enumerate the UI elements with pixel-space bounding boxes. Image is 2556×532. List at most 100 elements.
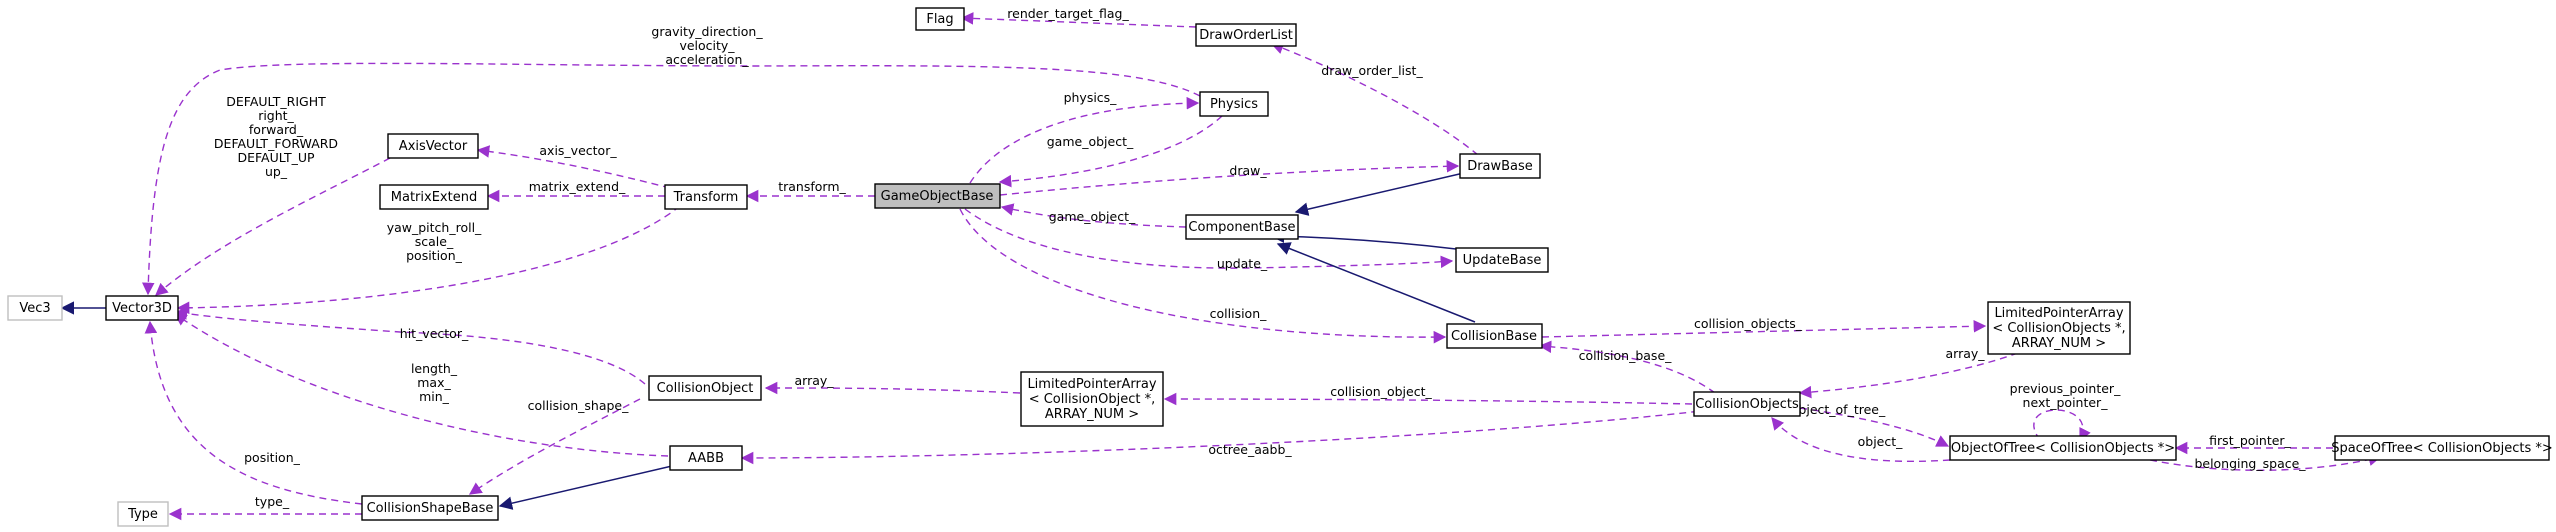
edge-length	[173, 313, 669, 457]
edge-label-gravity-3: acceleration_	[665, 52, 749, 67]
edge-label-collision-base: collision_base_	[1579, 348, 1673, 363]
edge-update	[964, 208, 1454, 269]
edge-axis-vector	[476, 145, 671, 189]
node-component-base[interactable]: ComponentBase	[1185, 214, 1299, 240]
node-axis-vector[interactable]: AxisVector	[387, 133, 479, 159]
node-physics-label: Physics	[1210, 97, 1258, 112]
edge-label-axis-vector: axis_vector_	[539, 143, 617, 158]
edge-label-collision: collision_	[1210, 306, 1267, 321]
edge-label-object-of-tree: object_of_tree_	[1791, 402, 1886, 417]
node-physics[interactable]: Physics	[1199, 91, 1269, 117]
edge-octree-aabb	[740, 409, 1711, 465]
node-draw-base[interactable]: DrawBase	[1459, 153, 1541, 179]
node-lpa-collision-object-line1: LimitedPointerArray	[1027, 377, 1156, 392]
edge-render-target-flag	[960, 12, 1197, 28]
edge-collision-objects	[1541, 319, 1987, 338]
node-lpa-collision-object-line2: < CollisionObject *,	[1029, 392, 1156, 407]
node-draw-order-list-label: DrawOrderList	[1199, 28, 1293, 43]
edge-inherit-aabb	[498, 465, 673, 510]
node-type[interactable]: Type	[117, 501, 169, 527]
node-collision-shape-base-label: CollisionShapeBase	[367, 501, 494, 516]
node-object-of-tree[interactable]: ObjectOfTree< CollisionObjects *>	[1949, 435, 2177, 461]
node-axis-vector-label: AxisVector	[399, 139, 468, 154]
edge-label-collision-object: collision_object_	[1330, 384, 1432, 399]
edge-array-object	[764, 381, 1021, 395]
node-vec3[interactable]: Vec3	[7, 295, 63, 321]
edge-label-type: type_	[255, 494, 290, 509]
node-transform[interactable]: Transform	[664, 184, 748, 210]
node-draw-base-label: DrawBase	[1467, 159, 1533, 174]
edge-label-previous-next-1: previous_pointer_	[2010, 381, 2121, 396]
edge-label-length-1: length_	[411, 361, 458, 376]
node-collision-objects-label: CollisionObjects	[1695, 397, 1799, 412]
node-lpa-collision-objects-line3: ARRAY_NUM >	[2012, 336, 2106, 351]
edge-label-yaw-3: position_	[406, 248, 463, 263]
edge-position	[144, 320, 363, 505]
edge-label-yaw-1: yaw_pitch_roll_	[387, 220, 482, 235]
edge-label-default-dirs-2: right_	[258, 108, 294, 123]
node-collision-base-label: CollisionBase	[1451, 329, 1537, 344]
node-update-base-label: UpdateBase	[1463, 253, 1542, 268]
edge-label-collision-shape: collision_shape_	[528, 398, 629, 413]
edge-label-position: position_	[244, 450, 301, 465]
edge-collision	[959, 208, 1447, 344]
edge-collision-shape	[468, 398, 641, 495]
edge-label-length-3: min_	[419, 389, 450, 404]
edge-label-game-object-physics: game_object_	[1047, 134, 1134, 149]
edge-collision-object	[1163, 392, 1693, 406]
edge-label-default-dirs-3: forward_	[249, 122, 304, 137]
node-lpa-collision-object[interactable]: LimitedPointerArray < CollisionObject *,…	[1020, 371, 1164, 427]
edge-label-default-dirs-5: DEFAULT_UP	[237, 150, 315, 165]
node-collision-objects[interactable]: CollisionObjects	[1693, 391, 1801, 417]
edge-label-transform: transform_	[778, 179, 846, 194]
node-lpa-collision-objects-line2: < CollisionObjects *,	[1992, 321, 2125, 336]
edge-label-gravity-1: gravity_direction_	[651, 24, 763, 39]
edge-label-array-objects: array_	[1945, 346, 1985, 361]
edge-label-game-object-component: game_object_	[1049, 209, 1136, 224]
node-transform-label: Transform	[673, 190, 739, 205]
edge-draw	[999, 159, 1460, 196]
node-type-label: Type	[127, 507, 158, 522]
edge-collision-base	[1538, 340, 1716, 394]
edge-label-first-pointer: first_pointer_	[2209, 433, 2291, 448]
edge-previous-next	[2033, 409, 2091, 442]
edge-game-object-physics	[998, 115, 1223, 188]
node-object-of-tree-label: ObjectOfTree< CollisionObjects *>	[1951, 441, 2175, 456]
node-collision-shape-base[interactable]: CollisionShapeBase	[361, 495, 499, 521]
edge-label-belonging-space: belonging_space_	[2194, 456, 2306, 471]
edge-array-objects	[1798, 352, 2019, 399]
node-space-of-tree[interactable]: SpaceOfTree< CollisionObjects *>	[2331, 435, 2553, 461]
node-game-object-base[interactable]: GameObjectBase	[874, 183, 1001, 209]
node-flag[interactable]: Flag	[915, 7, 965, 31]
edge-label-object: object_	[1858, 434, 1904, 449]
edge-label-previous-next-2: next_pointer_	[2023, 395, 2109, 410]
edge-label-array-object: array_	[794, 373, 834, 388]
node-game-object-base-label: GameObjectBase	[881, 189, 994, 204]
node-vec3-label: Vec3	[19, 301, 50, 316]
node-vector3d[interactable]: Vector3D	[105, 295, 179, 321]
node-lpa-collision-objects-line1: LimitedPointerArray	[1994, 306, 2123, 321]
edge-label-length-2: max_	[417, 375, 451, 390]
edge-label-gravity-2: velocity_	[679, 38, 735, 53]
node-aabb[interactable]: AABB	[669, 445, 743, 471]
node-lpa-collision-objects[interactable]: LimitedPointerArray < CollisionObjects *…	[1987, 301, 2131, 355]
edge-belonging-space	[2149, 453, 2382, 471]
node-collision-base[interactable]: CollisionBase	[1446, 323, 1543, 349]
edge-label-matrix-extend: matrix_extend_	[529, 179, 626, 194]
node-matrix-extend[interactable]: MatrixExtend	[379, 184, 489, 210]
edge-label-hit-vector: hit_vector_	[400, 326, 469, 341]
node-space-of-tree-label: SpaceOfTree< CollisionObjects *>	[2331, 441, 2553, 456]
edge-gravity	[142, 62, 1201, 296]
node-collision-object[interactable]: CollisionObject	[648, 375, 762, 401]
edge-draw-order-list	[1270, 42, 1479, 156]
edge-label-render-target-flag: render_target_flag_	[1007, 6, 1129, 21]
edge-label-yaw-2: scale_	[415, 234, 454, 249]
edge-label-default-dirs-6: up_	[265, 164, 288, 179]
node-component-base-label: ComponentBase	[1188, 220, 1295, 235]
node-draw-order-list[interactable]: DrawOrderList	[1195, 23, 1297, 47]
node-vector3d-label: Vector3D	[112, 301, 172, 316]
node-aabb-label: AABB	[688, 451, 724, 466]
node-matrix-extend-label: MatrixExtend	[391, 190, 477, 205]
node-update-base[interactable]: UpdateBase	[1455, 247, 1549, 273]
